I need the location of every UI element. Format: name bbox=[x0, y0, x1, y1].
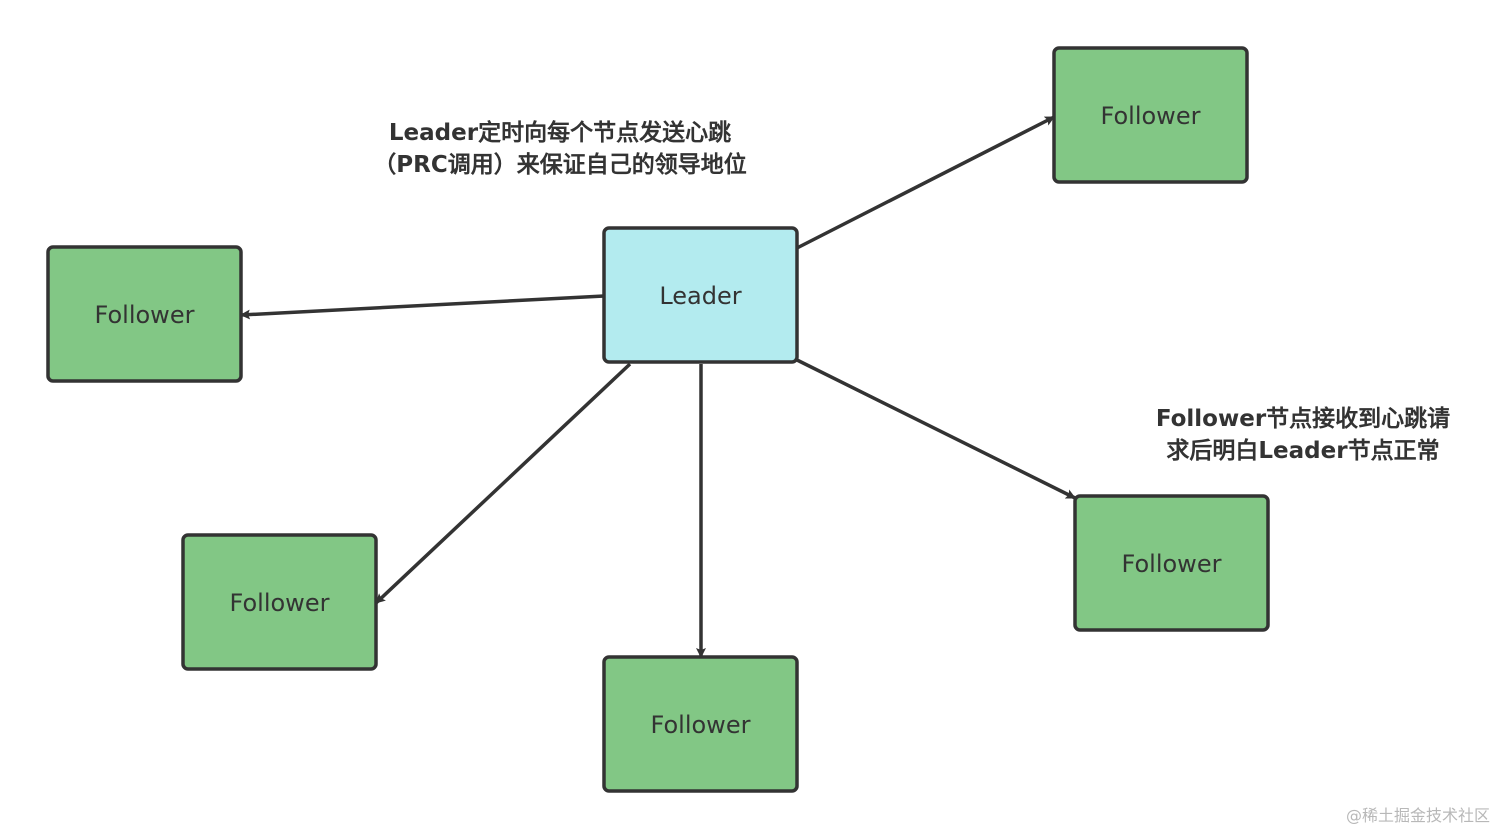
node-leader: Leader bbox=[602, 226, 799, 364]
follower-box bbox=[46, 245, 243, 383]
leader-heartbeat-note-line2: （PRC调用）来保证自己的领导地位 bbox=[373, 152, 747, 178]
follower-label: Follower bbox=[1122, 550, 1222, 578]
follower-receive-note-line1: Follower节点接收到心跳请 bbox=[1155, 406, 1451, 432]
arrow-leader-to-follower-left bbox=[240, 294, 605, 320]
follower-label: Follower bbox=[1101, 102, 1201, 130]
follower-receive-note-line2: 求后明白Leader节点正常 bbox=[1166, 438, 1440, 464]
watermark: @稀土掘金技术社区 bbox=[1345, 806, 1490, 825]
arrow-leader-to-follower-right bbox=[796, 358, 1076, 500]
node-follower-bottom-left: Follower bbox=[181, 533, 378, 671]
follower-box bbox=[1073, 494, 1270, 632]
leader-heartbeat-note: Leader定时向每个节点发送心跳 （PRC调用）来保证自己的领导地位 bbox=[360, 117, 760, 181]
node-follower-left: Follower bbox=[46, 245, 243, 383]
follower-box bbox=[181, 533, 378, 671]
node-follower-right: Follower bbox=[1073, 494, 1270, 632]
follower-receive-note: Follower节点接收到心跳请 求后明白Leader节点正常 bbox=[1118, 403, 1488, 467]
follower-label: Follower bbox=[95, 301, 195, 329]
follower-label: Follower bbox=[651, 711, 751, 739]
leader-box bbox=[602, 226, 799, 364]
leader-label: Leader bbox=[659, 282, 741, 310]
follower-box bbox=[1052, 46, 1249, 184]
node-follower-top-right: Follower bbox=[1052, 46, 1249, 184]
arrow-leader-to-follower-bottom-left bbox=[374, 362, 632, 605]
follower-box bbox=[602, 655, 799, 793]
arrow-leader-to-follower-top-right bbox=[796, 115, 1055, 250]
leader-heartbeat-note-line1: Leader定时向每个节点发送心跳 bbox=[388, 120, 732, 146]
follower-label: Follower bbox=[230, 589, 330, 617]
node-follower-bottom: Follower bbox=[602, 655, 799, 793]
